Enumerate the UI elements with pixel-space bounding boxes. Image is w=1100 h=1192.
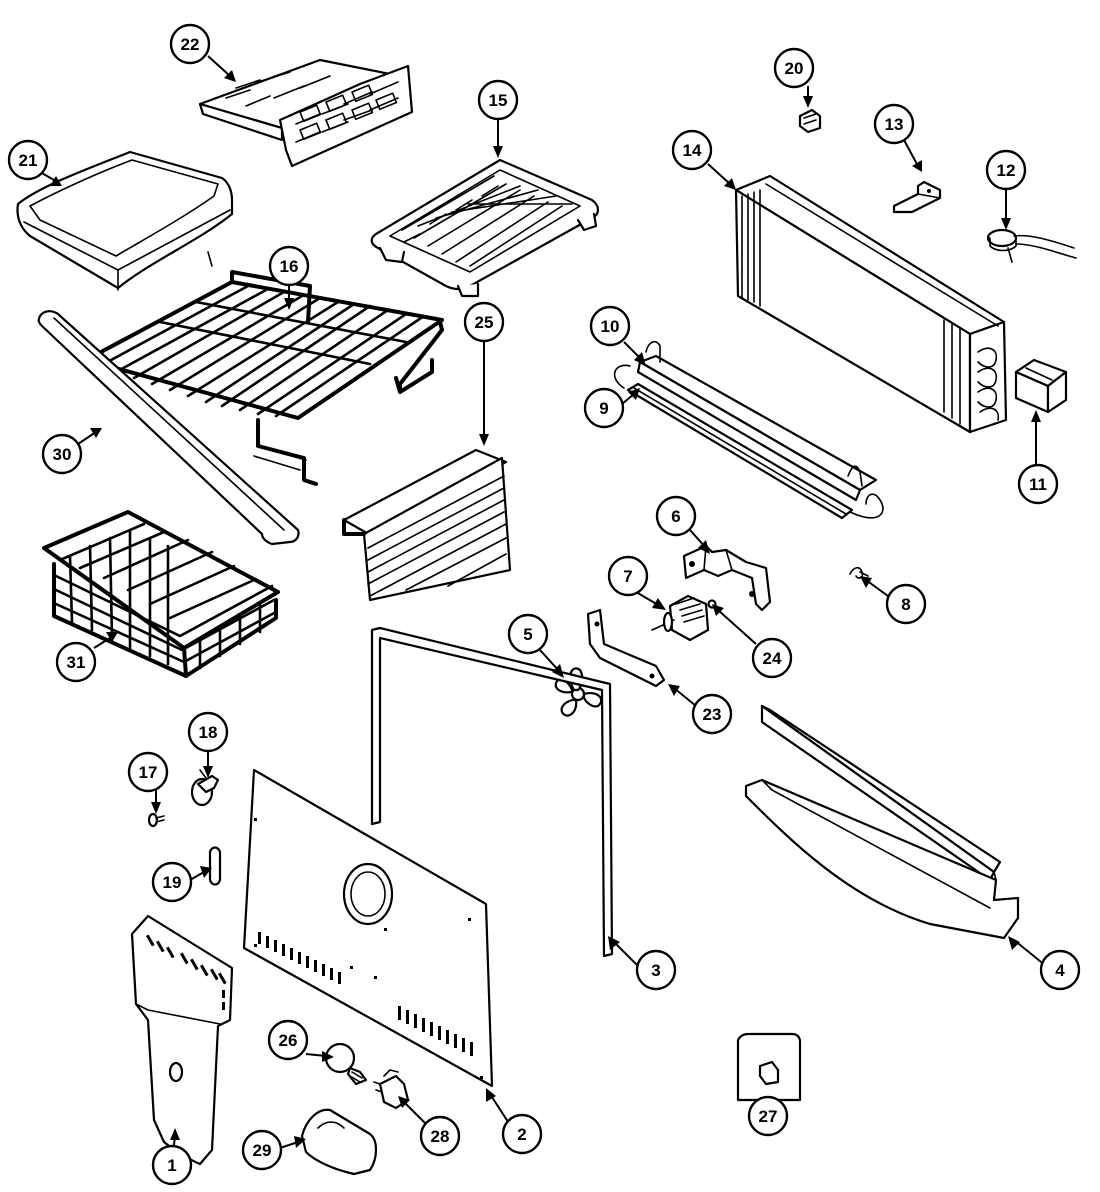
callout-label: 1 — [167, 1156, 176, 1175]
callout-6: 6 — [655, 495, 697, 537]
part-26-light-bulb — [324, 1042, 368, 1086]
callout-label: 20 — [785, 59, 804, 78]
part-22-ice-tray-rack — [198, 58, 414, 168]
callout-label: 27 — [759, 1107, 778, 1126]
part-8-clip — [849, 566, 869, 579]
callout-23: 23 — [691, 693, 733, 735]
part-21-ice-bin — [16, 150, 234, 291]
part-31-wire-basket — [42, 510, 280, 678]
part-29-light-shield — [300, 1108, 378, 1176]
callout-2: 2 — [501, 1113, 543, 1155]
part-11-terminal-block — [1014, 358, 1068, 414]
callout-27: 27 — [747, 1095, 789, 1137]
callout-label: 29 — [253, 1141, 272, 1160]
part-27-switch — [736, 1032, 802, 1102]
callout-label: 9 — [599, 399, 608, 418]
part-14-evaporator — [734, 174, 1008, 434]
callout-label: 30 — [53, 445, 72, 464]
callout-14: 14 — [671, 129, 713, 171]
callout-28: 28 — [419, 1115, 461, 1157]
callout-label: 6 — [671, 507, 680, 526]
callout-label: 15 — [489, 91, 508, 110]
callout-label: 16 — [280, 257, 299, 276]
callout-4: 4 — [1039, 949, 1081, 991]
callout-12: 12 — [985, 149, 1027, 191]
part-25-grille-panel — [342, 448, 512, 602]
callout-10: 10 — [589, 305, 631, 347]
callout-31: 31 — [55, 641, 97, 683]
callout-label: 4 — [1055, 961, 1065, 980]
part-9-heater-tube — [613, 364, 884, 520]
callout-3: 3 — [635, 949, 677, 991]
callout-label: 22 — [181, 35, 200, 54]
part-3-gasket — [370, 626, 614, 958]
part-4-base-channel — [744, 704, 1020, 940]
callout-label: 13 — [885, 115, 904, 134]
callout-13: 13 — [873, 103, 915, 145]
callout-21: 21 — [7, 139, 49, 181]
part-6-motor-bracket — [682, 544, 772, 612]
callout-label: 7 — [623, 567, 632, 586]
callout-25: 25 — [463, 301, 505, 343]
part-17-screw — [147, 812, 165, 828]
callout-8: 8 — [885, 583, 927, 625]
callout-label: 12 — [997, 161, 1016, 180]
callout-label: 26 — [279, 1031, 298, 1050]
callout-label: 5 — [523, 625, 532, 644]
callout-30: 30 — [41, 433, 83, 475]
part-20-grommet — [798, 108, 822, 134]
callout-label: 31 — [67, 653, 86, 672]
callout-label: 14 — [683, 141, 702, 160]
part-10-heater-channel — [636, 340, 878, 502]
callout-20: 20 — [773, 47, 815, 89]
part-19-lens-cap — [208, 846, 222, 886]
callout-26: 26 — [267, 1019, 309, 1061]
callout-22: 22 — [169, 23, 211, 65]
part-13-bracket — [892, 180, 942, 214]
part-15-ice-tray — [370, 158, 600, 298]
part-23-fan-bracket — [586, 608, 666, 688]
callout-label: 18 — [199, 723, 218, 742]
part-12-sensor — [986, 228, 1077, 263]
part-18-knob — [190, 769, 220, 807]
callout-19: 19 — [151, 861, 193, 903]
callout-18: 18 — [187, 711, 229, 753]
callout-label: 19 — [163, 873, 182, 892]
part-2-rear-panel — [242, 768, 494, 1088]
callout-15: 15 — [477, 79, 519, 121]
callout-label: 3 — [651, 961, 660, 980]
callout-label: 25 — [475, 313, 494, 332]
callout-label: 8 — [901, 595, 910, 614]
callout-label: 23 — [703, 705, 722, 724]
callout-24: 24 — [751, 637, 793, 679]
callout-7: 7 — [607, 555, 649, 597]
part-1-control-housing — [130, 914, 234, 1166]
part-16-wire-shelf — [84, 251, 444, 486]
callout-9: 9 — [583, 387, 625, 429]
callout-label: 2 — [517, 1125, 526, 1144]
callout-label: 28 — [431, 1127, 450, 1146]
callout-16: 16 — [268, 245, 310, 287]
callout-label: 11 — [1029, 475, 1047, 494]
callout-label: 17 — [139, 763, 158, 782]
callout-11: 11 — [1017, 463, 1059, 505]
callout-29: 29 — [241, 1129, 283, 1171]
part-7-fan-motor — [651, 594, 710, 642]
callout-label: 10 — [601, 317, 620, 336]
callout-label: 21 — [19, 151, 38, 170]
callout-label: 24 — [763, 649, 782, 668]
callout-1: 1 — [151, 1144, 193, 1186]
callout-5: 5 — [507, 613, 549, 655]
part-30-lens-strip — [37, 310, 300, 546]
callout-17: 17 — [127, 751, 169, 793]
